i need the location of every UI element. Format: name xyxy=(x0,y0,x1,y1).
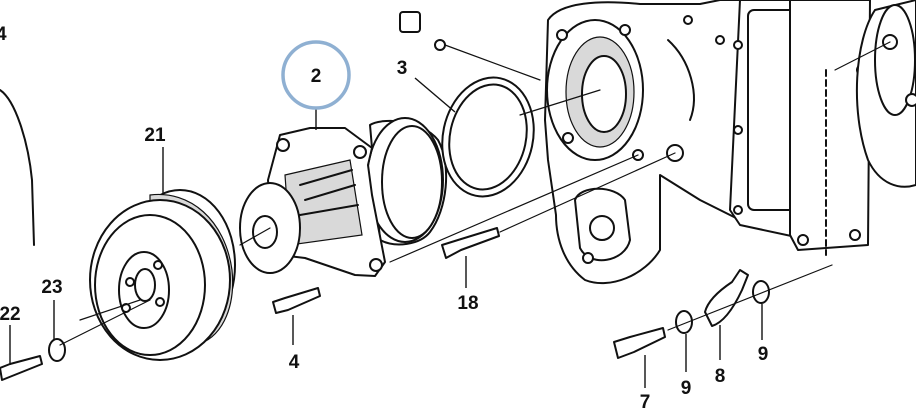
left-edge-part xyxy=(0,89,35,246)
timing-cover-plate xyxy=(729,0,871,256)
leader-lines xyxy=(9,77,763,388)
fasteners xyxy=(0,11,770,381)
engine-housing xyxy=(544,0,741,285)
water-pump xyxy=(239,117,448,277)
assembly-axis-lines xyxy=(59,41,891,346)
washer-9-left xyxy=(675,310,693,334)
bolt-4 xyxy=(272,287,321,314)
washer-23 xyxy=(48,338,66,362)
callout-9-left: 9 xyxy=(681,378,692,399)
o-ring xyxy=(441,76,535,198)
callout-18: 18 xyxy=(457,293,478,314)
callout-3: 3 xyxy=(397,58,408,79)
callout-2: 2 xyxy=(311,66,322,87)
bolt-7 xyxy=(613,327,666,359)
top-bolt-head xyxy=(399,11,421,33)
pulley xyxy=(89,189,236,361)
callout-22: 22 xyxy=(0,304,21,325)
callout-7: 7 xyxy=(640,392,651,412)
callout-4-partial: 4 xyxy=(0,24,7,45)
top-washer xyxy=(434,39,446,51)
fitting-8 xyxy=(704,269,749,327)
washer-9-right xyxy=(752,280,770,304)
crankshaft-disc xyxy=(855,0,916,188)
callout-9-right: 9 xyxy=(758,344,769,365)
callout-8: 8 xyxy=(715,366,726,387)
callout-2-highlight-circle xyxy=(281,40,351,110)
callout-23: 23 xyxy=(41,277,62,298)
callout-21: 21 xyxy=(144,125,166,146)
bolt-22 xyxy=(0,355,43,381)
callout-4: 4 xyxy=(289,352,300,373)
callout-labels: 2 3 4 4 7 8 9 9 18 21 22 23 xyxy=(0,24,768,412)
bolt-18 xyxy=(441,227,500,259)
